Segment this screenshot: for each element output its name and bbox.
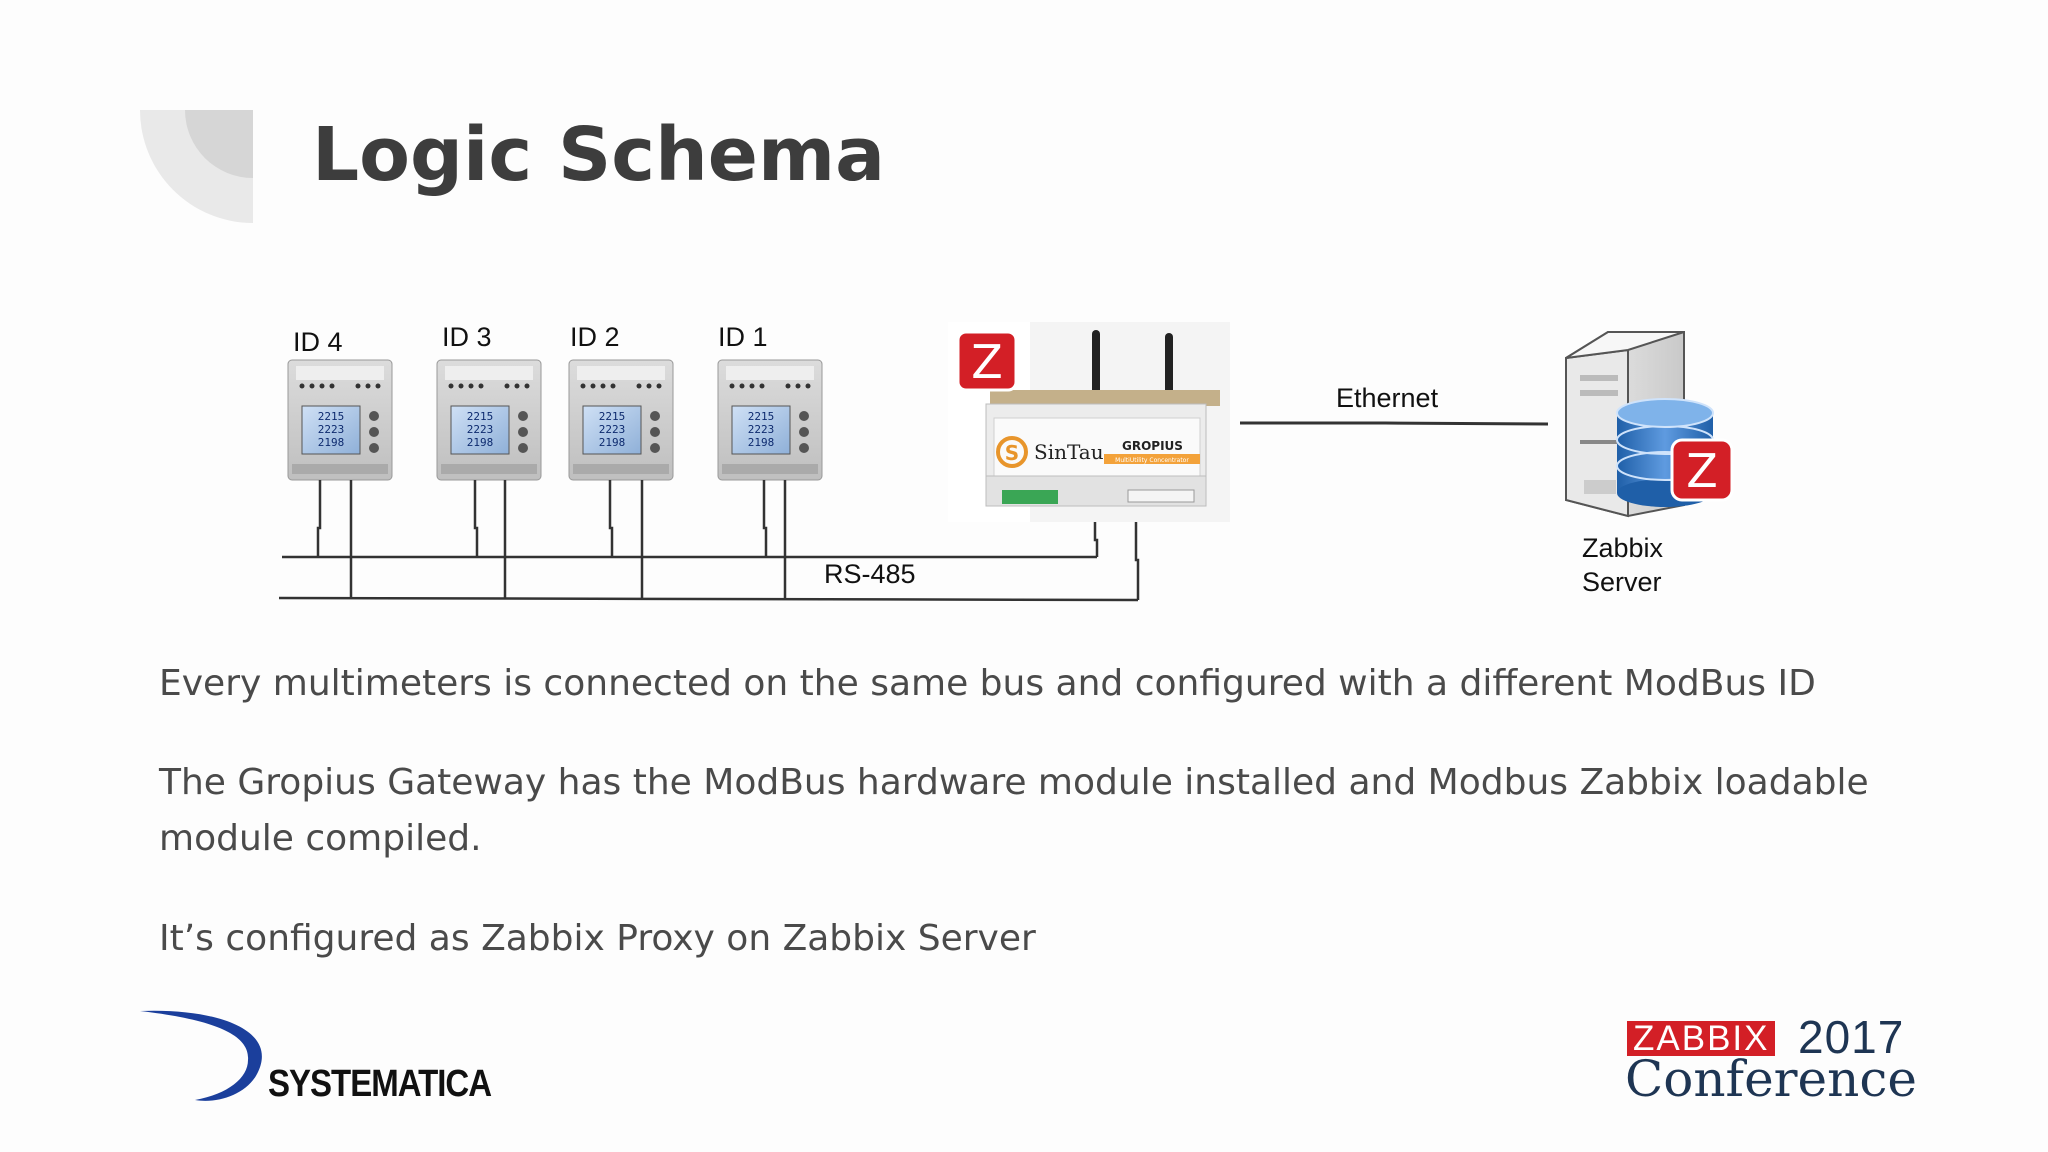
- meter-id-label: ID 1: [718, 322, 768, 352]
- gropius-gateway: S SinTau GROPIUS MultiUtility Concentrat…: [948, 322, 1230, 522]
- title-decoration: [140, 110, 253, 223]
- meter-display-line: 2215: [748, 410, 775, 423]
- zabbix-server-icon: Z: [1565, 331, 1734, 518]
- ethernet-link: [1240, 421, 1549, 426]
- meter-display-line: 2223: [599, 423, 626, 436]
- meter-display-line: 2198: [467, 436, 494, 449]
- meter-display-line: 2198: [748, 436, 775, 449]
- zabbix-conference-logo-event: Conference: [1625, 1050, 1917, 1108]
- diagram-canvas: 2215 2223 2198 2215 2223 2198 2215 2223: [278, 322, 1734, 602]
- rs485-bus-wiring: [278, 480, 1140, 602]
- paragraph-gateway: The Gropius Gateway has the ModBus hardw…: [159, 762, 1869, 859]
- meter-id-label: ID 2: [570, 322, 620, 352]
- meter-display-line: 2223: [748, 423, 775, 436]
- meter-display-line: 2198: [599, 436, 626, 449]
- meter-display-line: 2215: [467, 410, 494, 423]
- meter-display-line: 2198: [318, 436, 345, 449]
- rs485-label: RS-485: [824, 559, 916, 589]
- logic-schema-diagram: 2215 2223 2198 2215 2223 2198 2215 2223: [278, 322, 1734, 602]
- zabbix-server-badge-icon: Z: [1686, 444, 1718, 498]
- multimeter-id1: 2215 2223 2198: [717, 359, 823, 481]
- meter-display-line: 2215: [318, 410, 345, 423]
- meter-display-line: 2223: [318, 423, 345, 436]
- zabbix-server-label: Zabbix: [1582, 533, 1664, 563]
- zabbix-conference-logo-year: 2017: [1798, 1011, 1905, 1063]
- gateway-model-subtext: MultiUtility Concentrator: [1115, 457, 1189, 464]
- paragraph-proxy: It’s configured as Zabbix Proxy on Zabbi…: [159, 918, 1036, 959]
- multimeter-id3: 2215 2223 2198: [436, 359, 542, 481]
- meter-id-label: ID 3: [442, 322, 492, 352]
- meter-display-line: 2223: [467, 423, 494, 436]
- gateway-model-text: GROPIUS: [1122, 439, 1183, 453]
- systematica-logo-text: SYSTEMATICA: [268, 1061, 492, 1105]
- gateway-brand-text: SinTau: [1034, 440, 1104, 464]
- meter-id-label: ID 4: [293, 327, 343, 357]
- zabbix-conference-logo-brand: ZABBIX: [1627, 1021, 1776, 1056]
- meter-display-line: 2215: [599, 410, 626, 423]
- systematica-logo: [140, 1010, 262, 1101]
- zabbix-badge-icon: Z: [971, 335, 1003, 389]
- slide-title: Logic Schema: [312, 112, 886, 198]
- svg-text:S: S: [1005, 441, 1019, 465]
- multimeter-id2: 2215 2223 2198: [568, 359, 674, 481]
- ethernet-label: Ethernet: [1336, 383, 1439, 413]
- paragraph-bus: Every multimeters is connected on the sa…: [159, 663, 1816, 704]
- zabbix-server-label: Server: [1582, 567, 1662, 597]
- multimeter-id4: 2215 2223 2198: [287, 359, 393, 481]
